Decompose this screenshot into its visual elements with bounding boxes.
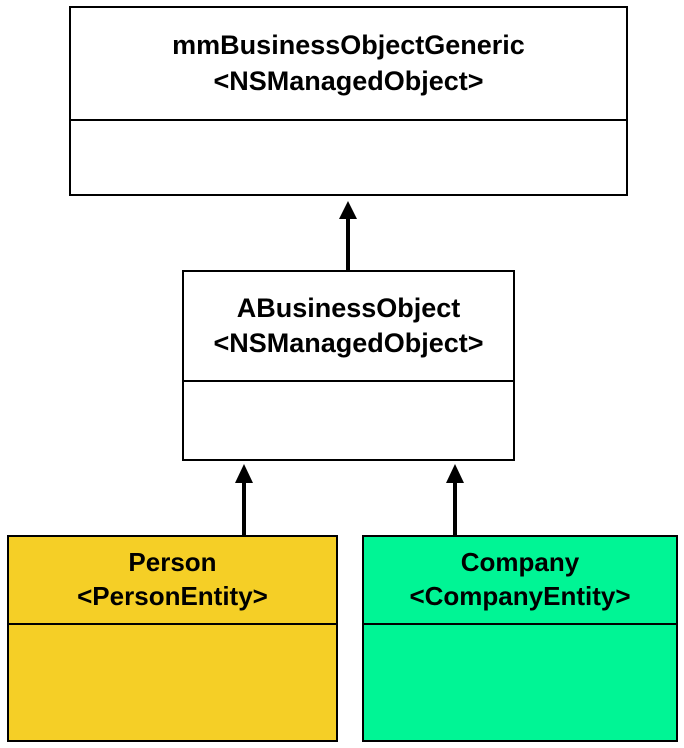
arrow-head [339,201,357,219]
arrow-abusiness-to-generic [339,201,357,270]
class-box-person: Person <PersonEntity> [7,535,338,742]
class-header: ABusinessObject <NSManagedObject> [184,272,513,382]
class-stereotype: <NSManagedObject> [213,328,484,358]
class-stereotype: <NSManagedObject> [213,65,484,96]
arrow-person-to-abusiness [235,464,253,535]
class-header: mmBusinessObjectGeneric <NSManagedObject… [71,8,626,121]
class-stereotype: <CompanyEntity> [409,581,631,611]
class-box-company: Company <CompanyEntity> [362,535,678,742]
arrow-head [235,464,253,483]
class-box-mmbusinessobjectgeneric: mmBusinessObjectGeneric <NSManagedObject… [69,6,628,196]
class-name: ABusinessObject [236,292,461,323]
class-box-abusinessobject: ABusinessObject <NSManagedObject> [182,270,515,461]
class-stereotype: <PersonEntity> [77,581,268,611]
class-name: Person [128,547,217,578]
arrow-head [446,464,464,483]
arrow-company-to-abusiness [446,464,464,535]
class-name: Company [460,547,580,578]
class-header: Person <PersonEntity> [9,537,336,625]
class-header: Company <CompanyEntity> [364,537,676,625]
class-name: mmBusinessObjectGeneric [172,30,525,61]
